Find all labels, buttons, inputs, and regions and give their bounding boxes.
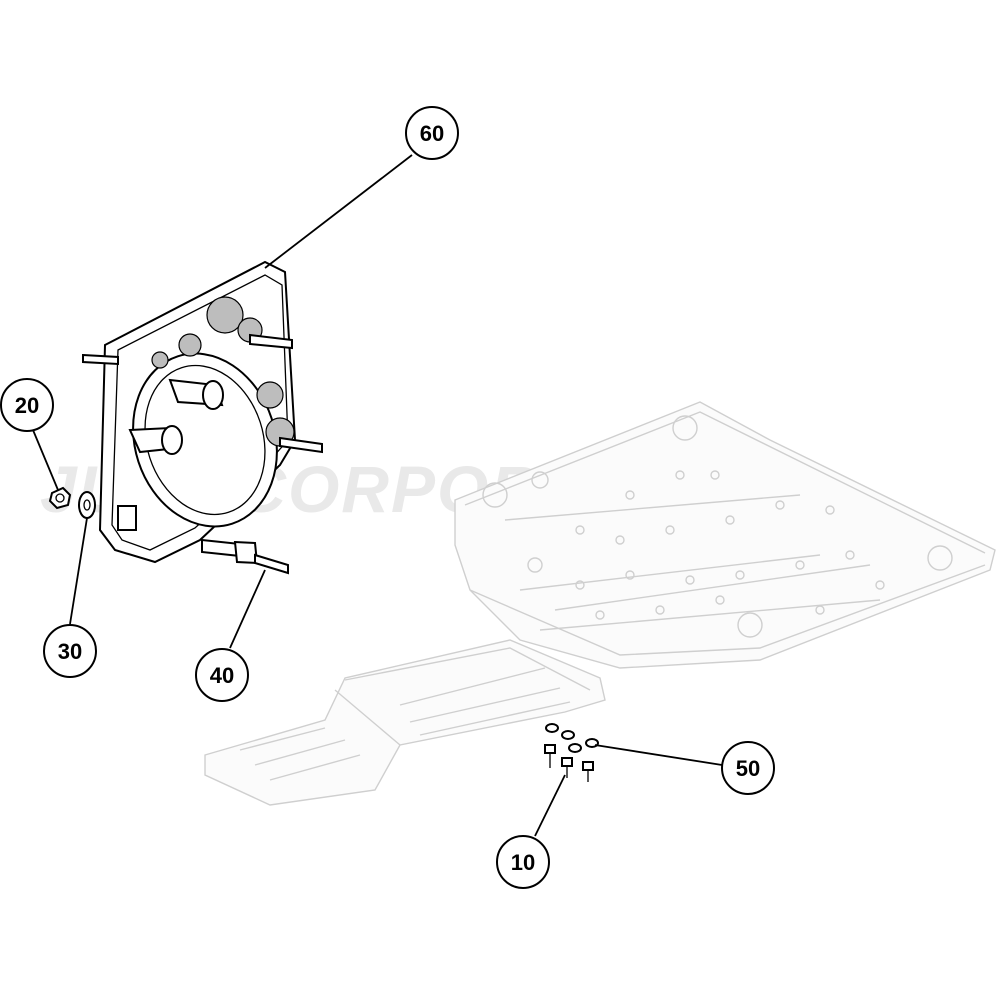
- callout-60: 60: [405, 106, 459, 160]
- leader-10: [534, 774, 566, 837]
- skid-plate-bolts: [482, 415, 953, 638]
- nut-part-20: [48, 486, 72, 510]
- callout-20-label: 20: [15, 393, 39, 418]
- callout-50: 50: [721, 741, 775, 795]
- callout-60-label: 60: [420, 121, 444, 146]
- callout-40-label: 40: [210, 663, 234, 688]
- leader-60: [264, 154, 413, 269]
- leader-30: [69, 517, 88, 625]
- bolts-part-10: [544, 744, 594, 782]
- callout-20: 20: [0, 378, 54, 432]
- skid-plate-part: [454, 401, 996, 669]
- callout-10: 10: [496, 835, 550, 889]
- callout-10-label: 10: [511, 850, 535, 875]
- leader-50: [594, 744, 723, 766]
- washer-part-30: [78, 491, 96, 519]
- runner-part: [204, 639, 606, 806]
- gear-housing-part: [82, 260, 323, 575]
- washers-part-50: [545, 723, 599, 753]
- leader-20: [32, 429, 59, 491]
- callout-30: 30: [43, 624, 97, 678]
- callout-40: 40: [195, 648, 249, 702]
- callout-30-label: 30: [58, 639, 82, 664]
- callout-50-label: 50: [736, 756, 760, 781]
- leader-40: [229, 569, 266, 649]
